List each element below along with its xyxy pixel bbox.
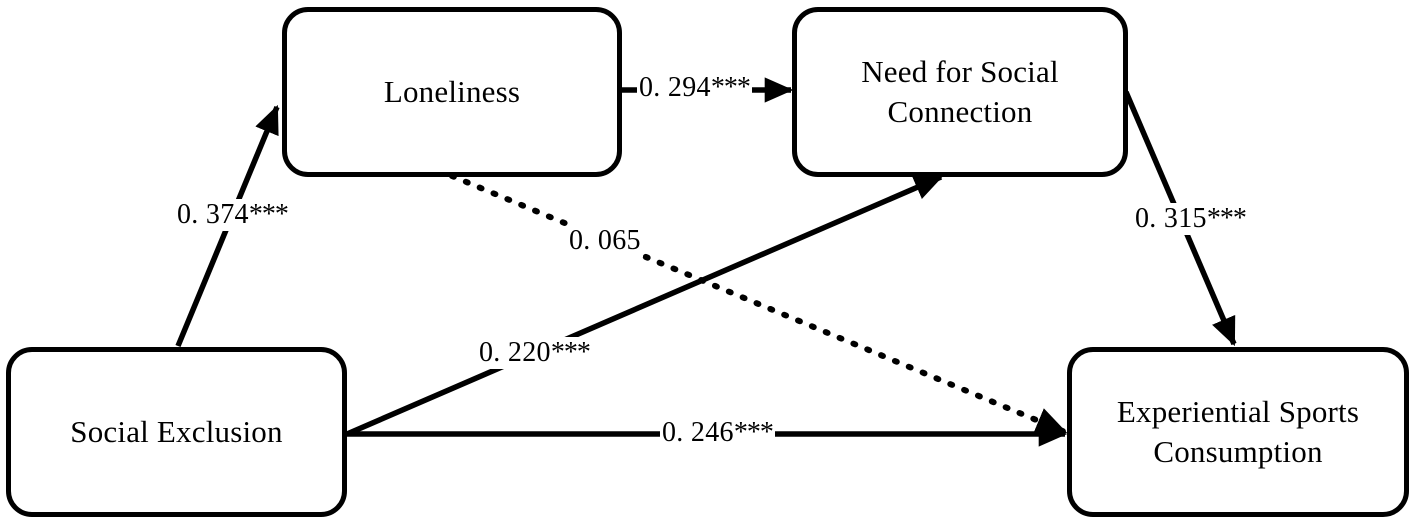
edge-label-se-to-lon: 0. 374*** (175, 199, 290, 231)
edge-label-lon-to-esc: 0. 065 (567, 225, 643, 257)
edge-label-se-to-esc: 0. 246*** (660, 417, 775, 449)
edge-coefficient-se-to-lon: 0. 374 (177, 199, 249, 230)
edge-coefficient-lon-to-nsc: 0. 294 (639, 72, 711, 103)
edge-coefficient-se-to-nsc: 0. 220 (479, 337, 551, 368)
edge-label-se-to-nsc: 0. 220*** (477, 337, 592, 369)
edge-coefficient-se-to-esc: 0. 246 (662, 417, 734, 448)
edge-line-se-to-nsc (345, 174, 944, 437)
edge-label-lon-to-nsc: 0. 294*** (637, 72, 752, 104)
edge-label-nsc-to-esc: 0. 315*** (1133, 203, 1248, 235)
node-experiential-sports-consumption[interactable]: Experiential Sports Consumption (1067, 347, 1409, 517)
node-social-exclusion-label: Social Exclusion (70, 414, 283, 450)
edge-significance-se-to-lon: *** (248, 199, 289, 230)
edge-coefficient-nsc-to-esc: 0. 315 (1135, 203, 1207, 234)
edge-significance-lon-to-nsc: *** (710, 72, 751, 103)
edge-significance-se-to-nsc: *** (550, 337, 591, 368)
node-need-for-social-connection[interactable]: Need for Social Connection (792, 7, 1128, 177)
edge-significance-se-to-esc: *** (733, 417, 774, 448)
edge-line-lon-to-esc (449, 173, 1068, 435)
edge-coefficient-lon-to-esc: 0. 065 (569, 225, 641, 256)
node-loneliness-label: Loneliness (383, 74, 521, 110)
node-loneliness[interactable]: Loneliness (282, 7, 622, 177)
node-experiential-sports-consumption-label: Experiential Sports Consumption (1116, 394, 1360, 469)
node-need-for-social-connection-label: Need for Social Connection (861, 54, 1059, 129)
edge-significance-nsc-to-esc: *** (1206, 203, 1247, 234)
node-social-exclusion[interactable]: Social Exclusion (6, 347, 347, 517)
